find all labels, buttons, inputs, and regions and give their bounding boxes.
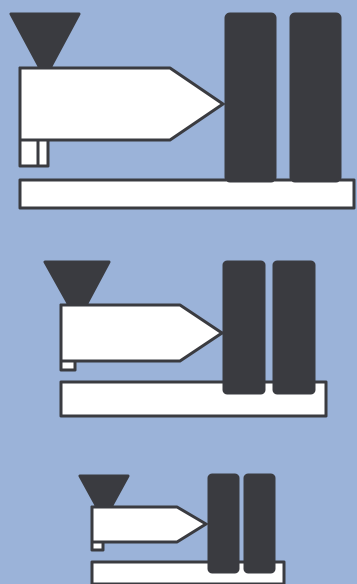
mold-plate-left	[222, 260, 266, 395]
injection-molding-machine-icon	[78, 473, 286, 584]
machine-support-inner	[36, 138, 50, 168]
machine-base	[18, 178, 356, 210]
mold-plate-right	[272, 260, 316, 395]
injection-barrel	[18, 66, 225, 142]
injection-barrel	[59, 303, 224, 363]
injection-molding-machine-icon	[43, 260, 328, 418]
hopper	[9, 12, 81, 70]
hopper	[43, 260, 111, 307]
mold-plate-left	[207, 473, 240, 574]
mold-plate-left	[224, 12, 277, 183]
injection-barrel	[90, 505, 208, 544]
hopper	[78, 474, 130, 509]
mold-plate-right	[289, 12, 342, 183]
injection-molding-machine-icon	[9, 12, 356, 210]
mold-plate-right	[243, 473, 276, 574]
